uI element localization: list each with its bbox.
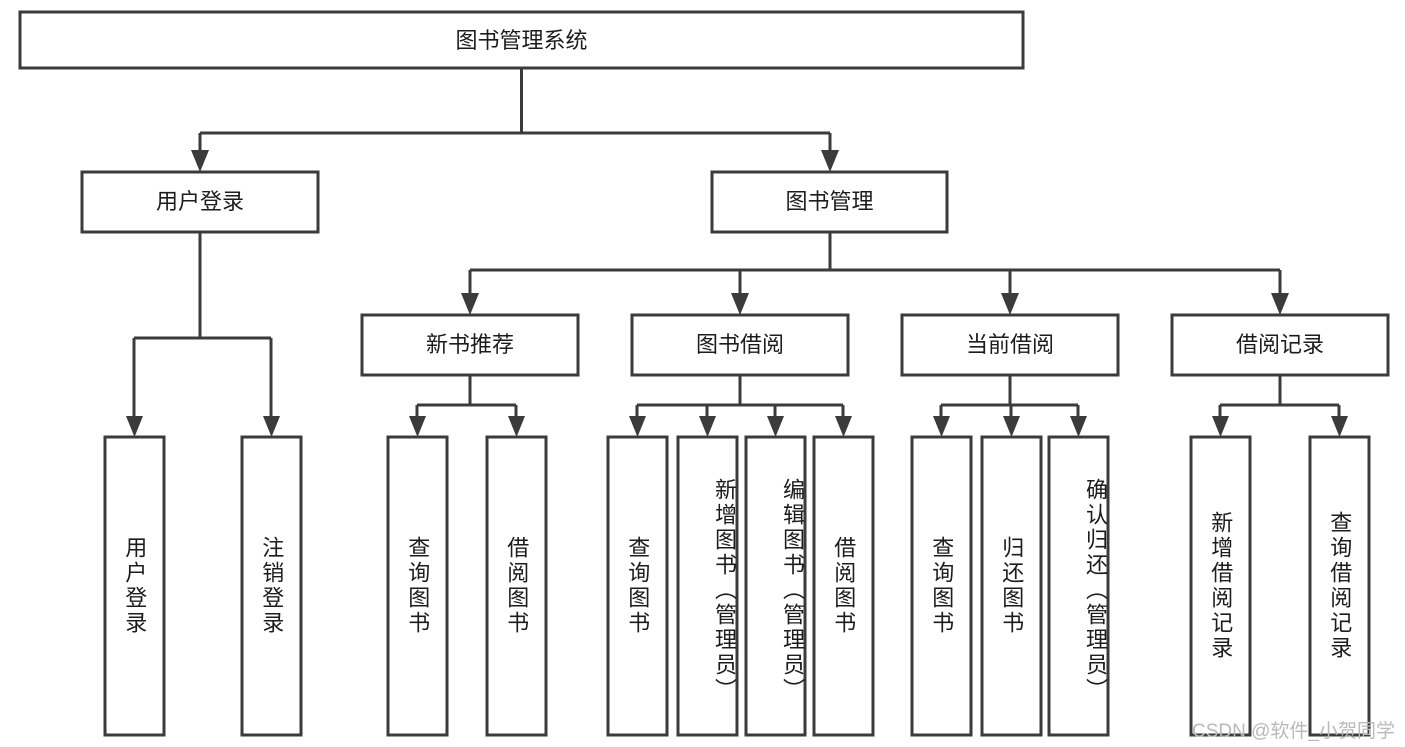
arrowhead-leaf-borrow-book-1	[508, 416, 525, 437]
node-leaf-logout-box[interactable]	[240, 435, 303, 737]
node-leaf-user-login-box[interactable]	[103, 435, 166, 737]
arrowhead-leaf-query-record	[1331, 416, 1348, 437]
edge-group-borrow-record	[1212, 375, 1348, 437]
node-new-book-recommend-box[interactable]	[360, 313, 580, 377]
node-user-login[interactable]: 用户登录	[80, 170, 320, 234]
node-leaf-query-record-box[interactable]	[1308, 435, 1371, 737]
node-user-login-label: 用户登录	[156, 189, 244, 214]
node-root-box[interactable]	[18, 10, 1025, 70]
node-book-manage-label: 图书管理	[785, 189, 873, 214]
node-book-borrow-label: 图书借阅	[696, 332, 784, 357]
node-root-label: 图书管理系统	[455, 28, 587, 53]
node-leaf-return-book-box[interactable]	[980, 435, 1043, 737]
arrowhead-leaf-user-login	[126, 416, 143, 437]
arrowhead-leaf-borrow-book-2	[835, 416, 852, 437]
node-borrow-record-box[interactable]	[1170, 313, 1390, 377]
arrowhead-user-login	[191, 150, 209, 172]
arrowhead-leaf-query-book-3	[933, 416, 950, 437]
node-user-login-box[interactable]	[80, 170, 320, 234]
node-book-manage-box[interactable]	[710, 170, 949, 234]
node-current-borrow[interactable]: 当前借阅	[900, 313, 1120, 377]
leaf-boxes-group	[103, 435, 1371, 737]
arrowhead-leaf-query-book-2	[629, 416, 646, 437]
node-leaf-add-book-box[interactable]	[676, 435, 739, 737]
node-current-borrow-label: 当前借阅	[966, 332, 1054, 357]
arrowhead-current-borrow	[1001, 293, 1019, 315]
arrowhead-book-borrow	[731, 293, 749, 315]
node-leaf-query-book-3-box[interactable]	[910, 435, 973, 737]
node-leaf-add-record-box[interactable]	[1189, 435, 1252, 737]
arrowhead-leaf-logout	[263, 416, 280, 437]
node-leaf-borrow-book-1-box[interactable]	[485, 435, 548, 737]
node-borrow-record[interactable]: 借阅记录	[1170, 313, 1390, 377]
arrowhead-new-book-recommend	[461, 293, 479, 315]
arrowhead-leaf-return-book	[1003, 416, 1020, 437]
arrowhead-leaf-confirm-return	[1070, 416, 1087, 437]
node-leaf-edit-book-box[interactable]	[744, 435, 807, 737]
edge-group-current-borrow	[933, 375, 1087, 437]
node-leaf-confirm-return-box[interactable]	[1047, 435, 1110, 737]
node-new-book-recommend[interactable]: 新书推荐	[360, 313, 580, 377]
node-current-borrow-box[interactable]	[900, 313, 1120, 377]
edge-group-user-login	[126, 232, 280, 437]
node-leaf-borrow-book-2-box[interactable]	[812, 435, 875, 737]
node-book-manage[interactable]: 图书管理	[710, 170, 949, 234]
csdn-watermark: CSDN @软件_小贺同学	[1192, 721, 1395, 742]
node-root[interactable]: 图书管理系统	[18, 10, 1025, 70]
node-leaf-query-book-1-box[interactable]	[386, 435, 449, 737]
arrowhead-borrow-record	[1271, 293, 1289, 315]
node-book-borrow[interactable]: 图书借阅	[630, 313, 850, 377]
arrowhead-leaf-edit-book	[767, 416, 784, 437]
arrowhead-leaf-add-book	[699, 416, 716, 437]
edge-group-book-manage	[461, 232, 1289, 315]
node-book-borrow-box[interactable]	[630, 313, 850, 377]
arrowhead-book-manage	[821, 150, 839, 172]
node-leaf-query-book-2-box[interactable]	[606, 435, 669, 737]
arrowhead-leaf-add-record	[1212, 416, 1229, 437]
arrowhead-leaf-query-book-1	[409, 416, 426, 437]
edge-group-book-borrow	[629, 375, 852, 437]
node-borrow-record-label: 借阅记录	[1236, 332, 1324, 357]
edge-group-new-book-recommend	[409, 375, 525, 437]
node-new-book-recommend-label: 新书推荐	[426, 332, 514, 357]
edge-group-root	[191, 68, 839, 172]
